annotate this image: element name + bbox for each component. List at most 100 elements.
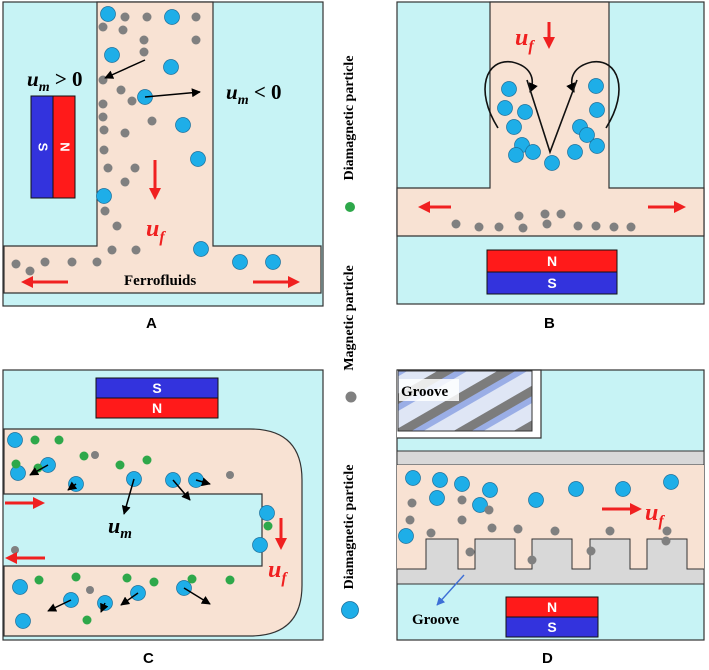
panel-c-label: C — [143, 650, 154, 667]
magnetic-particle — [100, 206, 110, 216]
magnetic-particle — [191, 12, 201, 22]
diamagnetic-particle-small — [71, 572, 81, 582]
blue-dot-icon — [341, 601, 359, 619]
panel-a-magnet-n-label: N — [58, 142, 73, 151]
panel-d: Groove uf Groove N S — [396, 369, 705, 641]
panel-d-groove-top-label-bg — [399, 379, 459, 401]
diamagnetic-particle — [405, 470, 421, 486]
panel-b-channel — [396, 1, 705, 237]
panel-c-uf-label: uf — [268, 557, 288, 587]
diamagnetic-particle — [589, 102, 605, 118]
diamagnetic-particle-small — [11, 459, 21, 469]
flow-arrow-head — [5, 552, 17, 564]
legend-item-diamagnetic-blue-label: Diamagnetic particle — [342, 465, 357, 590]
motion-arrow — [104, 59, 146, 79]
magnetic-particle — [99, 145, 109, 155]
magnetic-particle — [573, 221, 583, 231]
panel-c: S N um uf — [2, 369, 324, 641]
diamagnetic-particle-small — [82, 615, 92, 625]
magnetic-particle — [120, 177, 130, 187]
diamagnetic-particle — [265, 254, 281, 270]
magnetic-particle — [457, 515, 467, 525]
panel-b-swirl-left-arrow — [484, 60, 538, 129]
magnetic-particle — [98, 112, 108, 122]
magnetic-particle — [86, 586, 94, 594]
magnetic-particle — [139, 35, 149, 45]
diamagnetic-particle — [175, 117, 191, 133]
panel-c-magnet-n-label: N — [152, 400, 162, 416]
panel-d-groove-bottom-label: Groove — [412, 612, 460, 628]
diamagnetic-particle — [508, 147, 524, 163]
magnetic-particle — [542, 219, 552, 229]
panel-b-label: B — [544, 315, 555, 332]
diamagnetic-particle — [193, 241, 209, 257]
magnetic-particle — [103, 163, 113, 173]
panel-c-magnet-s-label: S — [152, 380, 161, 396]
diamagnetic-particle — [579, 127, 595, 143]
magnetic-particle — [457, 495, 467, 505]
panel-a-magnet-s-label: S — [36, 143, 51, 152]
panel-d-uf-label: uf — [645, 500, 665, 530]
diamagnetic-particle — [164, 9, 180, 25]
magnetic-particle — [142, 12, 152, 22]
flow-arrow-head — [418, 201, 430, 213]
panel-b-uf-label: uf — [515, 25, 535, 55]
panel-d-magnet-n-label: N — [547, 599, 557, 615]
motion-arrow — [183, 587, 211, 605]
legend-item-magnetic-label: Magnetic particle — [342, 265, 357, 370]
panel-d-groove-pointer-arrow — [436, 574, 465, 606]
diamagnetic-particle — [104, 47, 120, 63]
magnetic-particle — [147, 116, 157, 126]
magnetic-particle — [407, 498, 417, 508]
diamagnetic-particle-small — [30, 435, 40, 445]
magnetic-particle — [527, 555, 537, 565]
magnetic-particle — [591, 221, 601, 231]
legend-item-diamagnetic-green-label: Diamagnetic particle — [342, 56, 357, 181]
diamagnetic-particle — [615, 481, 631, 497]
motion-arrow — [47, 599, 72, 612]
diamagnetic-particle — [96, 188, 112, 204]
diamagnetic-particle-small — [263, 521, 273, 531]
magnetic-particle — [99, 125, 109, 135]
panel-a-particles — [11, 6, 281, 276]
panel-a-ferrofluids-label: Ferrofluids — [124, 273, 196, 289]
green-dot-icon — [345, 202, 355, 212]
motion-arrow — [172, 479, 191, 501]
panel-a-channel — [3, 1, 322, 294]
diamagnetic-particle — [497, 100, 513, 116]
magnetic-particle — [451, 219, 461, 229]
panel-c-particles — [7, 432, 275, 629]
panel-a-label: A — [146, 315, 157, 332]
motion-arrow — [29, 464, 49, 476]
diamagnetic-particle — [398, 528, 414, 544]
flow-arrows — [5, 22, 686, 564]
flow-arrow-head — [630, 503, 642, 515]
flow-arrow-head — [275, 538, 287, 550]
diamagnetic-particle — [663, 474, 679, 490]
panel-b-v-path — [526, 79, 578, 155]
diamagnetic-particle — [429, 490, 445, 506]
diamagnetic-particle — [472, 497, 488, 513]
magnetic-particle — [11, 259, 21, 269]
magnetic-particle — [226, 471, 234, 479]
magnetic-particle — [130, 163, 140, 173]
panel-d-magnet-s-label: S — [547, 619, 556, 635]
diamagnetic-particle-small — [149, 577, 159, 587]
motion-arrow — [144, 88, 201, 98]
magnetic-particle — [40, 257, 50, 267]
diamagnetic-particle — [588, 78, 604, 94]
panel-a-arrows — [104, 59, 201, 98]
magnetic-particle — [131, 245, 141, 255]
magnetic-particle — [661, 536, 671, 546]
gray-dot-icon — [345, 391, 357, 403]
motion-arrow — [120, 592, 139, 606]
magnetic-particle — [605, 526, 615, 536]
diamagnetic-particle — [525, 144, 541, 160]
diamagnetic-particle — [259, 505, 275, 521]
magnetic-particle — [67, 257, 77, 267]
magnetic-particle — [513, 524, 523, 534]
magnetic-particle — [92, 257, 102, 267]
panel-b-magnet: N S — [486, 249, 618, 295]
magnetic-particle — [405, 515, 415, 525]
